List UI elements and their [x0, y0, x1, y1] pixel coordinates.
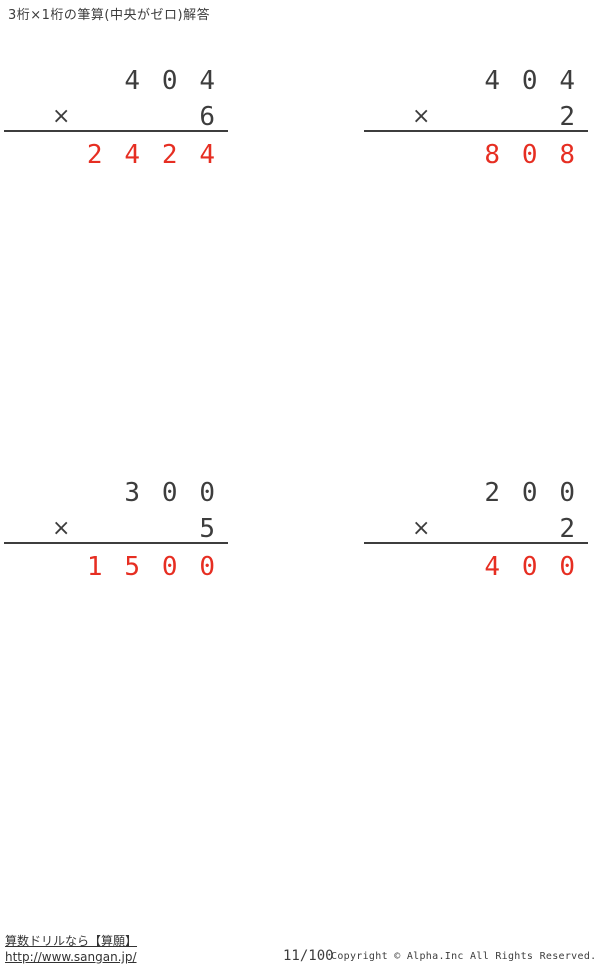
digit: 4 — [124, 66, 141, 96]
digit: 2 — [86, 140, 103, 170]
multiplication-sign: × — [412, 516, 431, 541]
digit: 4 — [559, 66, 576, 96]
digit: 5 — [199, 514, 216, 544]
page-title: 3桁×1桁の筆算(中央がゼロ)解答 — [8, 8, 211, 23]
digit: 0 — [199, 552, 216, 582]
digit: 0 — [521, 66, 538, 96]
digit: 4 — [484, 552, 501, 582]
digit: 4 — [484, 66, 501, 96]
digit: 4 — [199, 66, 216, 96]
digit: 8 — [484, 140, 501, 170]
digit: 2 — [484, 478, 501, 508]
digit: 5 — [124, 552, 141, 582]
multiplication-sign: × — [412, 104, 431, 129]
multiplication-sign: × — [52, 516, 71, 541]
digit: 0 — [161, 552, 178, 582]
digit: 1 — [86, 552, 103, 582]
site-url-link[interactable]: http://www.sangan.jp/ — [5, 950, 137, 964]
digit: 0 — [161, 66, 178, 96]
multiplier-row: 2 — [549, 102, 587, 132]
answer-line — [364, 542, 588, 544]
page-number: 11/100 — [283, 948, 334, 964]
digit: 0 — [521, 552, 538, 582]
digit: 0 — [559, 478, 576, 508]
answer-line — [4, 130, 228, 132]
multiplication-sign: × — [52, 104, 71, 129]
digit: 3 — [124, 478, 141, 508]
multiplier-row: 2 — [549, 514, 587, 544]
digit: 4 — [124, 140, 141, 170]
digit: 2 — [161, 140, 178, 170]
digit: 0 — [521, 140, 538, 170]
digit: 0 — [161, 478, 178, 508]
answer-line — [4, 542, 228, 544]
copyright-text: Copyright © Alpha.Inc All Rights Reserve… — [331, 951, 597, 962]
answer-line — [364, 130, 588, 132]
multiplier-row: 5 — [189, 514, 227, 544]
site-name-link[interactable]: 算数ドリルなら【算願】 — [5, 934, 138, 948]
digit: 8 — [559, 140, 576, 170]
multiplier-row: 6 — [189, 102, 227, 132]
digit: 2 — [559, 514, 576, 544]
digit: 0 — [559, 552, 576, 582]
digit: 0 — [199, 478, 216, 508]
digit: 0 — [521, 478, 538, 508]
digit: 4 — [199, 140, 216, 170]
digit: 2 — [559, 102, 576, 132]
footer-links: 算数ドリルなら【算願】 http://www.sangan.jp/ — [5, 933, 137, 965]
digit: 6 — [199, 102, 216, 132]
